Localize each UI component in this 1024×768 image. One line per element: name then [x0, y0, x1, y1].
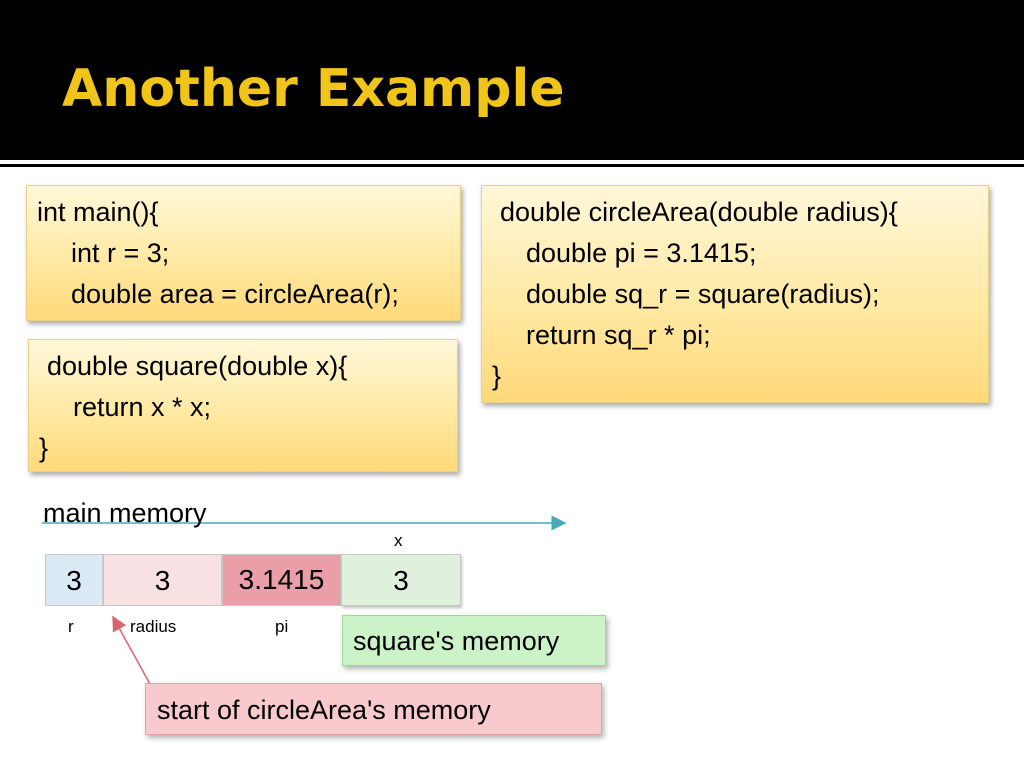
memory-cell-radius: 3 [103, 554, 222, 606]
cell-label-pi: pi [275, 617, 289, 636]
code-line: return sq_r * pi; [526, 320, 711, 350]
code-line: double sq_r = square(radius); [526, 279, 880, 309]
code-line: double area = circleArea(r); [71, 279, 399, 309]
main-memory-label: main memory [43, 498, 207, 528]
title-bar: Another Example [0, 0, 1024, 160]
title-divider [0, 160, 1024, 164]
circle-area-memory-callout: start of circleArea's memory [145, 683, 602, 735]
circle-area-code-box: double circleArea(double radius){ double… [481, 185, 989, 403]
cell-label-x: x [394, 531, 403, 550]
code-line: double circleArea(double radius){ [500, 197, 898, 227]
code-line: double pi = 3.1415; [526, 238, 757, 268]
code-line: int r = 3; [71, 238, 170, 268]
memory-cell-x: 3 [341, 554, 461, 606]
square-code-box: double square(double x){ return x * x; } [28, 339, 458, 472]
square-memory-callout: square's memory [342, 615, 606, 666]
code-line: double square(double x){ [47, 351, 348, 381]
slide-title: Another Example [62, 59, 565, 119]
memory-cell-r: 3 [45, 554, 103, 606]
cell-label-radius: radius [130, 617, 177, 636]
code-line: } [39, 433, 49, 463]
title-divider-gap [0, 164, 1024, 167]
code-line: int main(){ [37, 197, 159, 227]
cell-label-r: r [68, 617, 74, 636]
code-line: } [492, 361, 502, 391]
code-line: return x * x; [73, 392, 212, 422]
memory-cell-pi: 3.1415 [222, 554, 341, 606]
main-code-box: int main(){ int r = 3; double area = cir… [26, 185, 461, 321]
